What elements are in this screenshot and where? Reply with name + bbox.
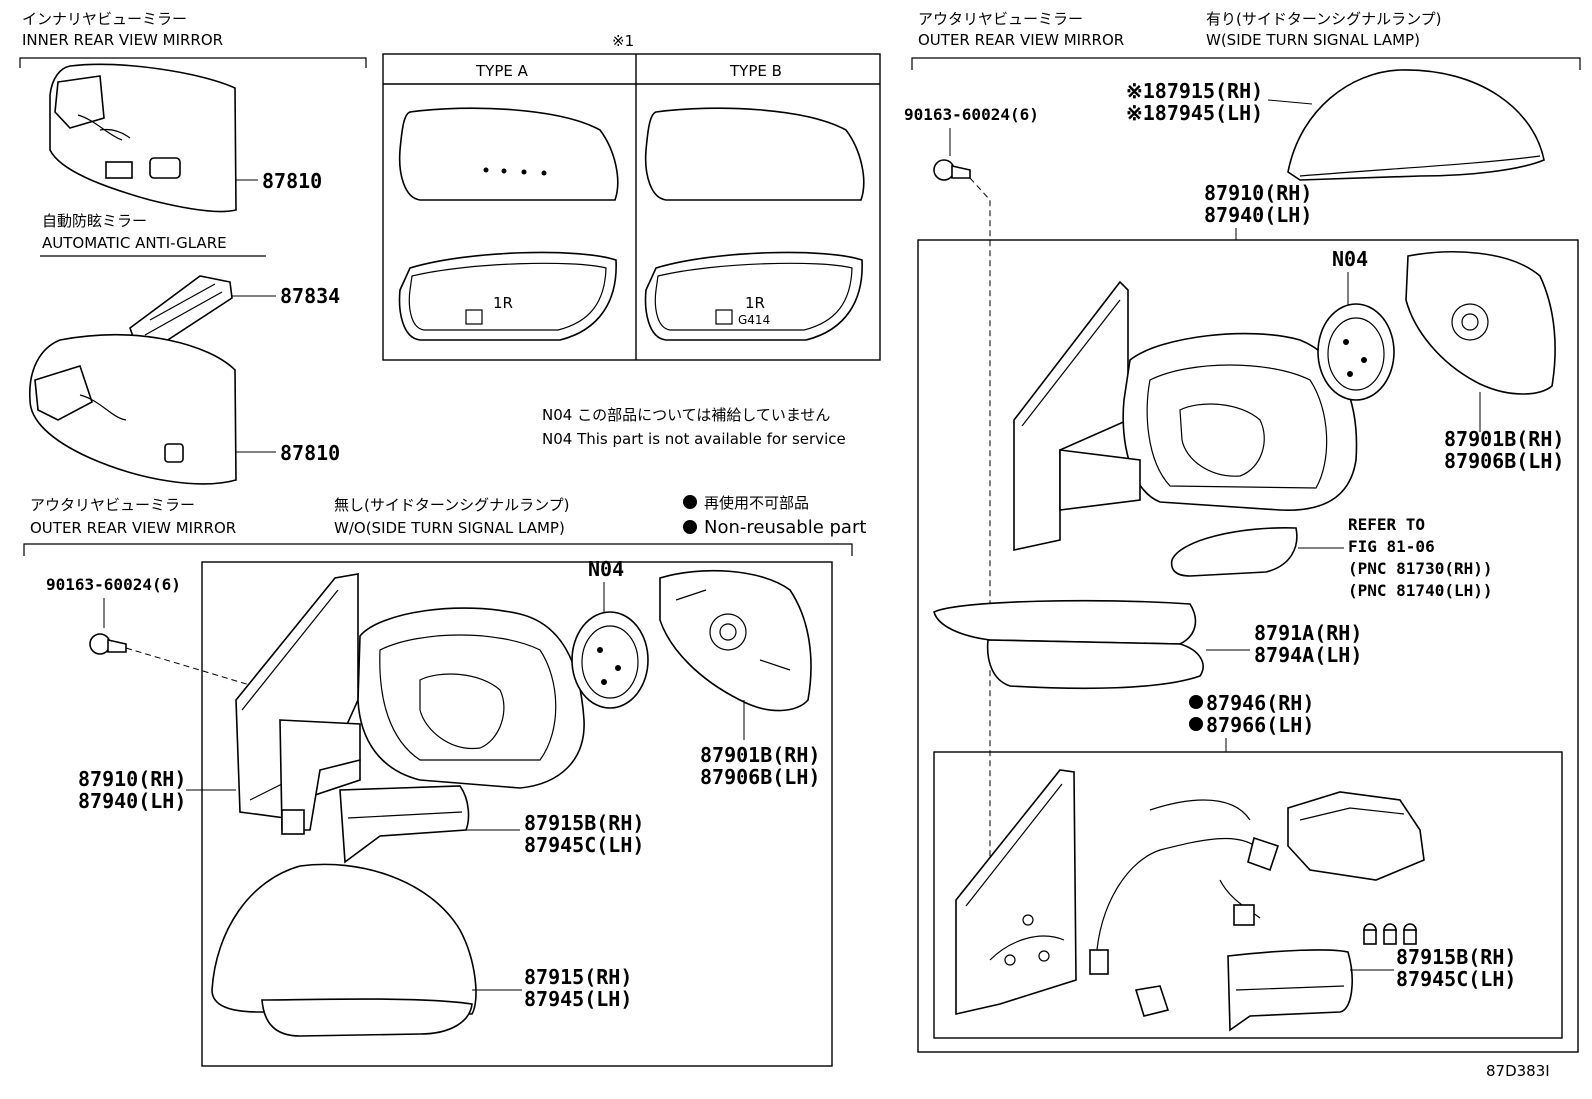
part-87945c-left: 87945C(LH)	[524, 833, 644, 857]
nonreuse-dot-icon	[683, 495, 697, 509]
figure-code: 87D383I	[1486, 1062, 1550, 1080]
part-8794a-right: 8794A(LH)	[1254, 643, 1362, 667]
inner-mirror-section: インナリヤビューミラー INNER REAR VIEW MIRROR 87810…	[19, 10, 367, 485]
nonreuse-dot-icon-2	[683, 520, 697, 534]
outer-left-section: アウタリヤビューミラー OUTER REAR VIEW MIRROR 無し(サイ…	[23, 496, 853, 1067]
outer-left-mirror-cover	[211, 863, 477, 1037]
inner-mirror-bracket	[129, 275, 276, 346]
outer-left-bolt-label: 90163-60024(6)	[46, 575, 181, 594]
outer-right-lower-cover-b	[1227, 949, 1353, 1032]
part-87901b-left: 87901B(RH)	[700, 743, 820, 767]
outer-left-title-jp: アウタリヤビューミラー	[30, 496, 195, 514]
part-n04-right: N04	[1332, 247, 1368, 271]
inner-title-en: INNER REAR VIEW MIRROR	[22, 31, 223, 49]
outer-right-lower-cover	[933, 599, 1204, 690]
part-87915b-left: 87915B(RH)	[524, 811, 644, 835]
outer-left-title-en: OUTER REAR VIEW MIRROR	[30, 519, 236, 537]
part-87945c-right: 87945C(LH)	[1396, 967, 1516, 991]
outer-right-variant-jp: 有り(サイドターンシグナルランプ)	[1206, 10, 1442, 28]
inner-bracket	[19, 57, 367, 68]
part-87906b-left: 87906B(LH)	[700, 765, 820, 789]
inner-sub-en: AUTOMATIC ANTI-GLARE	[42, 234, 227, 252]
type-a-glass-front	[398, 107, 619, 201]
outer-left-motor	[571, 611, 649, 709]
type-b-glass-back	[644, 251, 863, 341]
outer-right-assembly-box	[917, 239, 1579, 1053]
outer-right-connector	[1134, 985, 1170, 1017]
part-87910-right: 87910(RH)	[1204, 181, 1312, 205]
outer-right-motor	[1317, 303, 1395, 401]
types-note-mark: ※1	[612, 32, 634, 50]
outer-right-bolt	[933, 159, 971, 181]
outer-right-screws	[1363, 923, 1417, 945]
outer-right-section: アウタリヤビューミラー OUTER REAR VIEW MIRROR 有り(サイ…	[904, 10, 1581, 1053]
inner-mirror-lower	[29, 334, 276, 485]
part-87945-left: 87945(LH)	[524, 987, 632, 1011]
refer-line-1: REFER TO	[1348, 515, 1425, 534]
part-87901b-right: 87901B(RH)	[1444, 427, 1564, 451]
outer-left-variant-jp: 無し(サイドターンシグナルランプ)	[334, 496, 570, 514]
note-n04-en: N04 This part is not available for servi…	[542, 430, 846, 448]
notes: N04 この部品については補給していません N04 This part is n…	[542, 406, 866, 538]
note-nonreuse-en: Non-reusable part	[704, 517, 866, 538]
outer-left-bracket	[23, 543, 853, 556]
outer-right-bracket	[911, 57, 1581, 70]
part-87915-left: 87915(RH)	[524, 965, 632, 989]
refer-line-4: (PNC 81740(LH))	[1348, 581, 1493, 600]
part-cover-lh-right: ※187945(LH)	[1126, 101, 1263, 125]
part-87946-right: 87946(RH)	[1206, 691, 1314, 715]
part-87910-left: 87910(RH)	[78, 767, 186, 791]
note-n04-jp: N04 この部品については補給していません	[542, 406, 830, 424]
types-table: ※1 TYPE A TYPE B 1R 1R G414	[382, 32, 881, 361]
inner-mirror-upper	[49, 63, 258, 213]
type-b-mark-1r: 1R	[745, 294, 765, 312]
type-a-mark-1r: 1R	[493, 294, 513, 312]
part-87834: 87834	[280, 284, 340, 308]
part-87940-left: 87940(LH)	[78, 789, 186, 813]
outer-left-holder	[659, 569, 812, 712]
outer-right-top-cover	[1287, 69, 1545, 181]
part-87810-upper: 87810	[262, 169, 322, 193]
outer-left-lower-cover	[339, 785, 470, 864]
nonreuse-dot-87966-icon	[1189, 717, 1203, 731]
outer-right-harness	[1089, 799, 1280, 975]
inner-sub-jp: 自動防眩ミラー	[42, 212, 147, 230]
part-87915b-right: 87915B(RH)	[1396, 945, 1516, 969]
inner-title-jp: インナリヤビューミラー	[22, 10, 187, 28]
type-a-header: TYPE A	[475, 62, 529, 80]
part-87906b-right: 87906B(LH)	[1444, 449, 1564, 473]
type-b-header: TYPE B	[729, 62, 782, 80]
outer-right-variant-en: W(SIDE TURN SIGNAL LAMP)	[1206, 31, 1420, 49]
outer-left-assembly-box	[201, 561, 833, 1067]
part-87940-right: 87940(LH)	[1204, 203, 1312, 227]
outer-right-bolt-label: 90163-60024(6)	[904, 105, 1039, 124]
type-a-glass-back	[398, 251, 617, 341]
outer-right-subassembly-box	[933, 751, 1563, 1039]
outer-right-actuator	[1287, 791, 1425, 881]
part-n04-left: N04	[588, 557, 624, 581]
outer-right-title-en: OUTER REAR VIEW MIRROR	[918, 31, 1124, 49]
type-b-mark-g414: G414	[738, 313, 770, 327]
part-87966-right: 87966(LH)	[1206, 713, 1314, 737]
outer-right-holder	[1405, 251, 1556, 395]
outer-right-housing	[1013, 280, 1358, 551]
outer-right-title-jp: アウタリヤビューミラー	[918, 10, 1083, 28]
outer-left-housing	[235, 573, 585, 835]
part-8791a-right: 8791A(RH)	[1254, 621, 1362, 645]
outer-left-variant-en: W/O(SIDE TURN SIGNAL LAMP)	[334, 519, 565, 537]
note-nonreuse-jp: 再使用不可部品	[704, 494, 809, 512]
type-b-glass-front	[644, 107, 865, 201]
part-cover-rh-right: ※187915(RH)	[1126, 79, 1263, 103]
part-87810-lower: 87810	[280, 441, 340, 465]
nonreuse-dot-87946-icon	[1189, 695, 1203, 709]
outer-right-base	[955, 769, 1077, 1016]
outer-left-bolt	[89, 633, 127, 655]
refer-line-3: (PNC 81730(RH))	[1348, 559, 1493, 578]
outer-right-turn-lamp	[1170, 527, 1298, 577]
refer-line-2: FIG 81-06	[1348, 537, 1435, 556]
